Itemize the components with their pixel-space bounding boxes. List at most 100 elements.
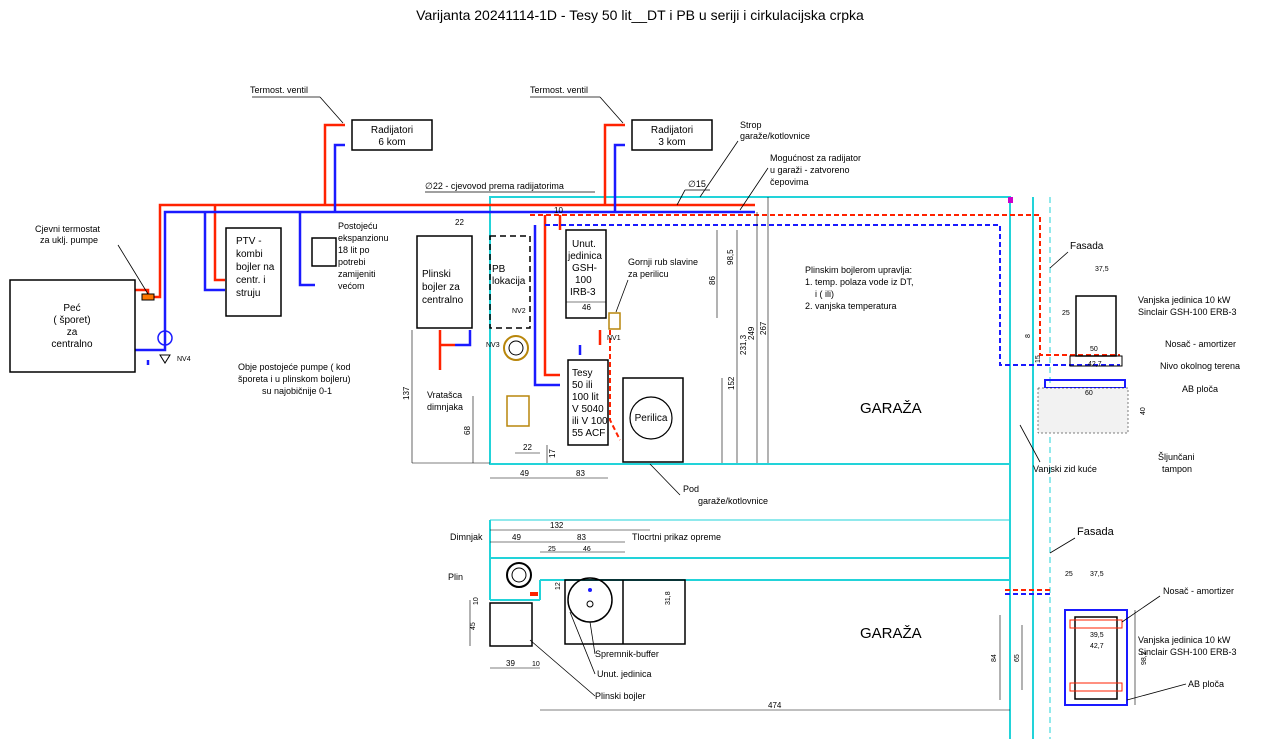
svg-text:Vanjski zid kuće: Vanjski zid kuće: [1033, 464, 1097, 474]
svg-text:Vanjska jedinica 10 kW: Vanjska jedinica 10 kW: [1138, 295, 1231, 305]
plinski-bojler-box: Plinski bojler za centralno: [416, 235, 473, 329]
hot-pipes: [135, 123, 755, 377]
svg-text:PTV -: PTV -: [236, 236, 262, 247]
svg-text:IRB-3: IRB-3: [570, 287, 596, 298]
svg-text:Peć: Peć: [63, 303, 80, 314]
svg-text:potrebi: potrebi: [338, 257, 366, 267]
svg-text:centralno: centralno: [51, 339, 93, 350]
svg-text:Strop: Strop: [740, 120, 762, 130]
radijatori-2: Radijatori 3 kom Termost. ventil: [530, 85, 713, 151]
svg-text:centralno: centralno: [422, 295, 464, 306]
svg-text:Gornji rub slavine: Gornji rub slavine: [628, 257, 698, 267]
svg-text:25: 25: [1065, 571, 1073, 578]
garaza-label-1: GARAŽA: [860, 400, 922, 417]
radijatori-1: Radijatori 6 kom Termost. ventil: [250, 85, 433, 151]
svg-text:42,7: 42,7: [1090, 643, 1104, 650]
svg-text:86: 86: [708, 276, 717, 285]
svg-text:132: 132: [550, 521, 564, 530]
svg-text:8: 8: [1025, 334, 1032, 338]
ekspanziona: Postojeću ekspanzionu 18 lit po potrebi …: [311, 221, 389, 291]
svg-text:231,3: 231,3: [739, 334, 748, 355]
d15-label: ∅15: [688, 179, 706, 189]
cold-dashed: [545, 224, 1120, 595]
svg-text:46: 46: [582, 303, 591, 312]
svg-text:474: 474: [768, 701, 782, 710]
svg-text:10: 10: [532, 661, 540, 668]
svg-text:40: 40: [1140, 407, 1147, 415]
svg-text:37,5: 37,5: [1095, 266, 1109, 273]
svg-text:3 kom: 3 kom: [658, 137, 685, 148]
cjevni-termostat: Cjevni termostat za uklj. pumpe: [35, 224, 155, 301]
svg-text:Plinskim bojlerom upravlja:: Plinskim bojlerom upravlja:: [805, 265, 912, 275]
svg-text:većom: većom: [338, 281, 365, 291]
svg-text:su najobičnije 0-1: su najobičnije 0-1: [262, 386, 332, 396]
svg-text:Unut. jedinica: Unut. jedinica: [597, 669, 652, 679]
plan-dims: [469, 529, 1010, 711]
svg-text:Vratašca: Vratašca: [427, 390, 462, 400]
svg-text:25: 25: [1062, 310, 1070, 317]
svg-text:Pod: Pod: [683, 484, 699, 494]
vanjska-jedinica-section: 50 42,7 60 37,5 25 40 8 15: [1025, 266, 1147, 434]
svg-text:Plinski bojler: Plinski bojler: [595, 691, 646, 701]
svg-text:šporeta i u plinskom bojleru): šporeta i u plinskom bojleru): [238, 374, 351, 384]
svg-text:Fasada: Fasada: [1070, 241, 1104, 252]
svg-text:22: 22: [455, 218, 464, 227]
svg-text:84: 84: [991, 654, 998, 662]
svg-text:83: 83: [577, 533, 586, 542]
svg-text:49: 49: [520, 469, 529, 478]
svg-text:za: za: [67, 327, 78, 338]
svg-text:Tesy: Tesy: [572, 368, 593, 379]
svg-text:AB ploča: AB ploča: [1188, 679, 1224, 689]
svg-text:100 lit: 100 lit: [572, 392, 599, 403]
dim-lines: [411, 197, 769, 479]
gornji-rub: Gornji rub slavine za perilicu NV1: [607, 257, 698, 342]
svg-text:garaže/kotlovnice: garaže/kotlovnice: [698, 496, 768, 506]
svg-text:12: 12: [555, 582, 562, 590]
svg-text:Postojeću: Postojeću: [338, 221, 378, 231]
ptv-box: PTV - kombi bojler na centr. i struju: [225, 227, 282, 317]
svg-text:Radijatori: Radijatori: [371, 125, 413, 136]
svg-text:50 ili: 50 ili: [572, 380, 593, 391]
svg-text:GSH-: GSH-: [572, 263, 597, 274]
svg-text:Nosač - amortizer: Nosač - amortizer: [1163, 586, 1234, 596]
svg-text:100: 100: [575, 275, 592, 286]
svg-text:15: 15: [1035, 355, 1042, 363]
svg-text:ili V 100: ili V 100: [572, 416, 608, 427]
svg-text:17: 17: [548, 449, 557, 458]
vratasca: Vratašca dimnjaka: [427, 390, 530, 427]
svg-text:39: 39: [506, 659, 515, 668]
svg-text:137: 137: [402, 386, 411, 400]
svg-text:Termost. ventil: Termost. ventil: [530, 85, 588, 95]
svg-text:Plinski: Plinski: [422, 269, 451, 280]
svg-text:Unut.: Unut.: [572, 239, 596, 250]
svg-text:Sinclair GSH-100 ERB-3: Sinclair GSH-100 ERB-3: [1138, 307, 1237, 317]
svg-text:37,5: 37,5: [1090, 571, 1104, 578]
svg-text:50: 50: [1090, 346, 1098, 353]
svg-text:Sinclair GSH-100 ERB-3: Sinclair GSH-100 ERB-3: [1138, 647, 1237, 657]
svg-text:lokacija: lokacija: [492, 276, 526, 287]
svg-text:2. vanjska temperatura: 2. vanjska temperatura: [805, 301, 897, 311]
svg-text:jedinica: jedinica: [567, 251, 602, 262]
svg-text:Tlocrtni prikaz opreme: Tlocrtni prikaz opreme: [632, 532, 721, 542]
svg-text:46: 46: [583, 546, 591, 553]
svg-text:249: 249: [747, 326, 756, 340]
svg-text:PB: PB: [492, 264, 506, 275]
svg-text:55 ACF: 55 ACF: [572, 428, 605, 439]
svg-text:Obje postojeće pumpe ( kod: Obje postojeće pumpe ( kod: [238, 362, 351, 372]
svg-text:Šljunčani: Šljunčani: [1158, 452, 1195, 462]
svg-text:Cjevni termostat: Cjevni termostat: [35, 224, 101, 234]
svg-text:10: 10: [554, 206, 563, 215]
svg-text:bojler na: bojler na: [236, 262, 275, 273]
svg-text:60: 60: [1085, 390, 1093, 397]
svg-text:45: 45: [470, 622, 477, 630]
svg-text:Plin: Plin: [448, 572, 463, 582]
svg-text:42,7: 42,7: [1088, 361, 1102, 368]
svg-text:49: 49: [512, 533, 521, 542]
svg-text:Nosač - amortizer: Nosač - amortizer: [1165, 339, 1236, 349]
cjevovod-label: ∅22 - cjevovod prema radijatorima: [425, 181, 564, 191]
unut-jedinica-box: Unut. jedinica GSH- 100 IRB-3 46: [565, 229, 607, 319]
svg-text:centr. i: centr. i: [236, 275, 265, 286]
svg-text:267: 267: [759, 321, 768, 335]
svg-text:( šporet): ( šporet): [53, 315, 90, 326]
